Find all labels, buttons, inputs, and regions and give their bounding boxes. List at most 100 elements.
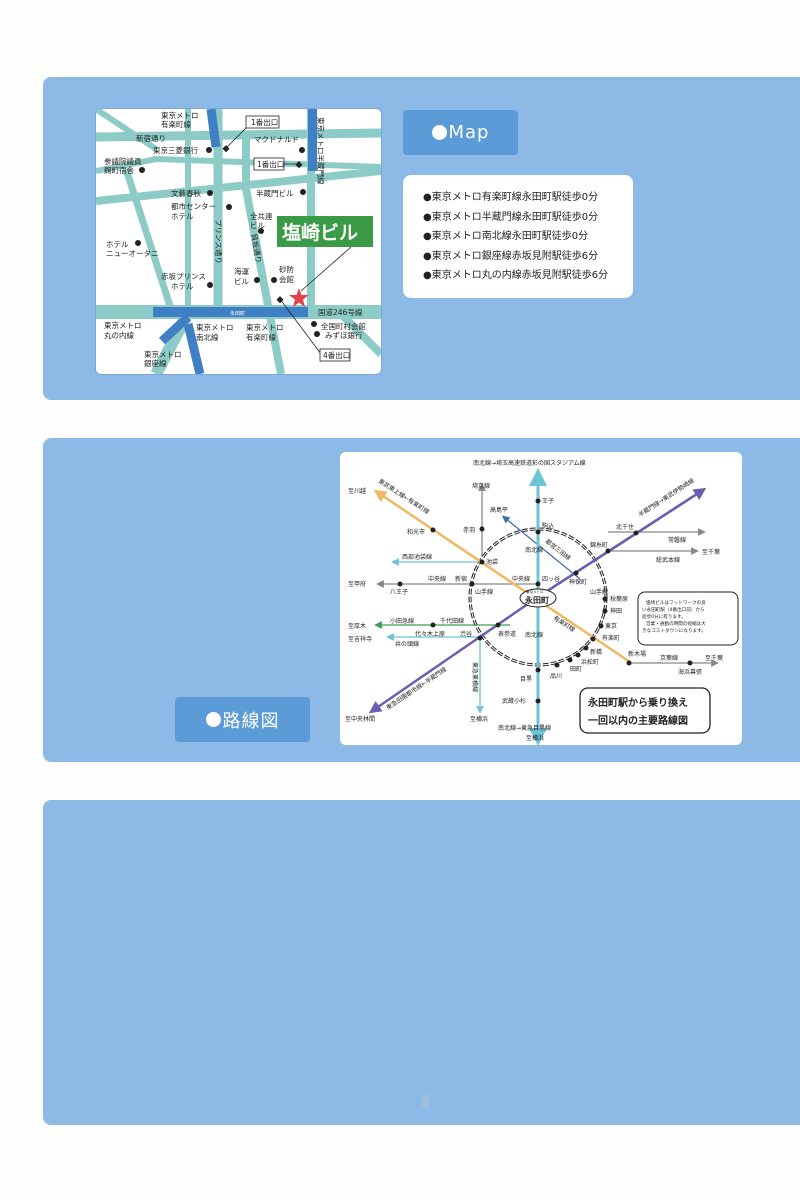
map-label: 会館 [279, 274, 294, 284]
route-label: 山手線 [590, 588, 608, 596]
route-label: 至厚木 [348, 622, 366, 630]
route-label: 四ッ谷 [542, 575, 560, 583]
empty-panel [43, 800, 800, 1125]
map-label: 有楽町線 [161, 119, 191, 129]
access-info: ●東京メトロ有楽町線永田町駅徒歩0分 ●東京メトロ半蔵門線永田町駅徒歩0分 ●東… [403, 175, 633, 298]
map-label: 東京メトロ [161, 110, 199, 120]
map-label: 東京メトロ [196, 322, 234, 332]
map-label: ホテル [171, 282, 194, 291]
route-label: 小田急線 [390, 617, 414, 625]
route-label: 至千葉 [702, 548, 720, 556]
center-station: 永田町 [524, 595, 549, 605]
route-label: 至横浜 [526, 734, 544, 742]
route-label: 至川越 [348, 487, 366, 495]
map-label: 麹町宿舎 [104, 165, 134, 175]
map-label: 赤坂プリンス [161, 271, 206, 281]
route-label: 浜松町 [581, 658, 599, 666]
map-label: みずほ銀行 [325, 330, 363, 340]
bullet-icon [431, 125, 447, 140]
map-label: ホテル [171, 212, 194, 221]
map-label: 東京メトロ [246, 322, 284, 332]
map-label: 有楽町線 [246, 332, 276, 342]
route-diagram: 東京メトロ 永田町 南北線→埼玉高速鉄道彩の国スタジアム線 南北線→東急目黒線 … [340, 452, 742, 745]
route-label: 新橋 [590, 648, 602, 656]
station-dots [397, 498, 693, 704]
note-line: 塩崎ビルはフットワークの良 [646, 599, 706, 606]
route-label: 至甲府 [348, 580, 366, 588]
route-label: 都営三田線 [544, 537, 573, 562]
diagram-title: 永田町駅から乗り換え [587, 696, 688, 709]
route-label: 山手線 [475, 588, 493, 596]
map-label: 東京三菱銀行 [153, 145, 198, 155]
map-label: 海運 [234, 266, 249, 276]
route-label: 田町 [570, 666, 582, 673]
nagatacho-station [519, 588, 557, 608]
route-label: 常磐線 [668, 536, 686, 544]
route-label: 南北線→東急目黒線 [498, 724, 551, 732]
route-label: 新宿 [455, 575, 467, 583]
route-label: 南北線 [525, 546, 543, 554]
map-label: ビル [250, 221, 265, 230]
title-box [579, 687, 711, 734]
route-label: 中央線 [428, 575, 446, 583]
yurakucho-line [373, 489, 631, 664]
map-label: ニューオータニ [106, 249, 159, 258]
map-label: 国道246号線 [318, 307, 363, 317]
map-label: ビル [234, 277, 249, 286]
route-label: 神保町 [569, 578, 587, 586]
route-section-label: 路線図 [222, 710, 280, 732]
access-item: ●東京メトロ銀座線赤坂見附駅徒歩6分 [423, 250, 599, 262]
route-label: 至吉祥寺 [348, 635, 372, 643]
route-label: 海浜幕張 [678, 668, 702, 676]
map-label: 半蔵門ビル [256, 188, 294, 198]
note-line: きなコストダウンになります。 [642, 627, 706, 634]
map-label: 砂防 [279, 264, 294, 274]
map-label: 都市センター [171, 201, 216, 211]
landmark-dots [135, 147, 320, 337]
map-label: 銀座線 [144, 358, 167, 368]
route-label: 武蔵小杉 [502, 697, 526, 705]
route-label: 井の頭線 [395, 640, 419, 648]
route-label: 埼京線 [472, 482, 490, 490]
route-label: 千代田線 [440, 617, 464, 625]
route-label: 至千葉 [705, 654, 723, 662]
route-label: 西部池袋線 [402, 553, 432, 561]
map-labels: 東京メトロ 有楽町線 新宿通り 東京三菱銀行 マクドナルド 参議院議員 麹町宿舎… [104, 110, 366, 368]
route-label: 王子 [542, 498, 554, 505]
route-label: 新木場 [628, 650, 646, 658]
route-label: 中央線 [512, 575, 530, 583]
access-item: ●東京メトロ有楽町線永田町駅徒歩0分 [423, 192, 599, 203]
access-item: ●東京メトロ半蔵門線永田町駅徒歩0分 [423, 211, 599, 223]
route-label: 駒込 [542, 522, 554, 530]
map-label: 南北線 [196, 332, 219, 342]
map-label: 全国町村会館 [321, 321, 366, 331]
access-item: ●東京メトロ丸の内線赤坂見附駅徒歩6分 [423, 270, 609, 281]
map-label: マクドナルド [254, 135, 299, 144]
route-label: 南北線 [525, 631, 543, 639]
route-label: 品川 [550, 673, 562, 680]
route-label: 目黒 [520, 676, 532, 683]
map-label: 全共連 [250, 211, 273, 221]
route-label: 錦糸町 [590, 541, 608, 549]
route-label: 南北線→埼玉高速鉄道彩の国スタジアム線 [473, 459, 586, 467]
route-label: 至横浜 [470, 715, 488, 723]
map-label: 東京メトロ [144, 349, 182, 359]
route-label: 東京 [605, 622, 617, 630]
route-label: 有楽町 [602, 634, 620, 642]
note-line: 徒歩0分に有ります。 [642, 613, 686, 620]
map-label: 新宿通り [136, 133, 166, 143]
map-label: 文藝春秋 [171, 188, 201, 198]
route-label: 京葉線 [660, 654, 678, 662]
route-label: 総武本線 [656, 556, 680, 564]
route-section-tab: 路線図 [175, 697, 310, 742]
route-label: 池袋 [486, 558, 498, 566]
exit-1-label: 1番出口 [257, 159, 284, 169]
center-operator: 東京メトロ [526, 589, 544, 594]
map-label: ホテル [106, 240, 129, 249]
diagram-title: 一回以内の主要路線図 [588, 714, 688, 727]
route-label: 渋谷 [460, 630, 472, 638]
route-label: 和光市 [407, 528, 425, 536]
map-label: プリンス通り [214, 219, 224, 264]
note-box [637, 591, 739, 646]
route-label: 高島平 [490, 506, 508, 514]
